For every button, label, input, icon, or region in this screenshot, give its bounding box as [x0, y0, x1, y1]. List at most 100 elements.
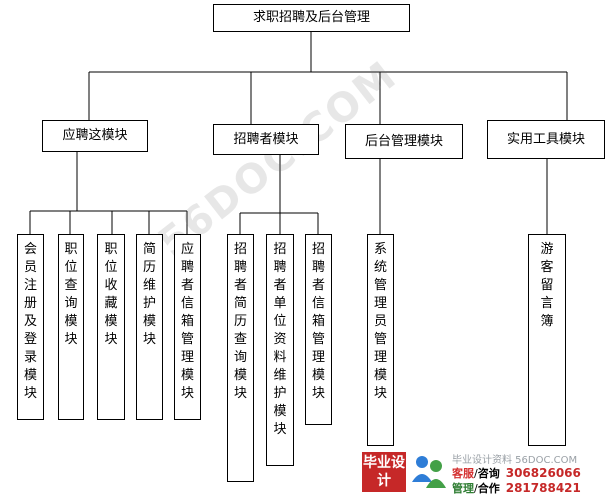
- leaf-char: 理: [373, 350, 387, 365]
- leaf-node: 应聘者信箱管理模块: [174, 234, 201, 420]
- leaf-char: 聘: [311, 260, 325, 275]
- leaf-char: 单: [273, 296, 287, 311]
- leaf-char: 块: [142, 332, 156, 347]
- people-icon: [412, 456, 446, 488]
- leaf-char: 历: [233, 314, 247, 329]
- leaf-char: 招: [273, 242, 287, 257]
- leaf-char: 块: [180, 386, 194, 401]
- module-node-recruiter: 招聘者模块: [213, 124, 319, 155]
- leaf-char: 会: [23, 242, 37, 257]
- leaf-char: 招: [233, 242, 247, 257]
- leaf-char: 位: [273, 314, 287, 329]
- leaf-char: 块: [373, 386, 387, 401]
- leaf-char: 者: [311, 278, 325, 293]
- leaf-char: 簿: [540, 314, 554, 329]
- leaf-node: 招聘者信箱管理模块: [305, 234, 332, 425]
- leaf-char: 系: [373, 242, 387, 257]
- manage-label: 管理: [452, 482, 474, 495]
- leaf-char: 聘: [273, 260, 287, 275]
- leaf-char: 信: [180, 296, 194, 311]
- leaf-char: 模: [311, 368, 325, 383]
- leaf-char: 模: [142, 314, 156, 329]
- leaf-char: 护: [273, 386, 287, 401]
- leaf-char: 聘: [233, 260, 247, 275]
- leaf-char: 块: [23, 386, 37, 401]
- manage-number: 281788421: [505, 481, 581, 495]
- module-node-applicant: 应聘这模块: [42, 120, 148, 152]
- manage-action: 合作: [477, 482, 500, 495]
- leaf-char: 及: [23, 314, 37, 329]
- leaf-char: 资: [273, 332, 287, 347]
- leaf-char: 理: [311, 350, 325, 365]
- leaf-char: 留: [540, 278, 554, 293]
- leaf-char: 块: [233, 386, 247, 401]
- leaf-node: 招聘者单位资料维护模块: [266, 234, 294, 466]
- leaf-char: 位: [64, 260, 78, 275]
- leaf-char: 招: [311, 242, 325, 257]
- leaf-char: 护: [142, 296, 156, 311]
- leaf-char: 箱: [311, 314, 325, 329]
- leaf-char: 者: [273, 278, 287, 293]
- site-caption: 毕业设计资料 56DOC.COM: [452, 455, 578, 466]
- leaf-char: 模: [104, 314, 118, 329]
- leaf-char: 员: [23, 260, 37, 275]
- leaf-node: 职位查询模块: [58, 234, 84, 420]
- leaf-char: 管: [373, 332, 387, 347]
- leaf-node: 会员注册及登录模块: [17, 234, 44, 420]
- leaf-char: 模: [273, 404, 287, 419]
- module-node-tools: 实用工具模块: [487, 120, 605, 159]
- leaf-char: 管: [373, 278, 387, 293]
- leaf-char: 块: [311, 386, 325, 401]
- leaf-char: 理: [373, 296, 387, 311]
- leaf-char: 信: [311, 296, 325, 311]
- leaf-char: 历: [142, 260, 156, 275]
- leaf-char: 块: [64, 332, 78, 347]
- leaf-char: 料: [273, 350, 287, 365]
- leaf-char: 简: [142, 242, 156, 257]
- service-label: 客服: [452, 467, 474, 480]
- module-node-admin: 后台管理模块: [345, 124, 463, 159]
- leaf-char: 言: [540, 296, 554, 311]
- leaf-char: 职: [64, 242, 78, 257]
- leaf-char: 册: [23, 296, 37, 311]
- root-node: 求职招聘及后台管理: [213, 4, 410, 32]
- leaf-char: 应: [180, 242, 194, 257]
- leaf-char: 查: [64, 278, 78, 293]
- leaf-node: 系统管理员管理模块: [367, 234, 394, 446]
- leaf-char: 录: [23, 350, 37, 365]
- leaf-char: 理: [180, 350, 194, 365]
- leaf-char: 游: [540, 242, 554, 257]
- leaf-node: 简历维护模块: [136, 234, 163, 420]
- leaf-char: 管: [311, 332, 325, 347]
- leaf-char: 者: [233, 278, 247, 293]
- leaf-char: 块: [273, 422, 287, 437]
- leaf-char: 客: [540, 260, 554, 275]
- leaf-char: 模: [373, 368, 387, 383]
- leaf-char: 管: [180, 332, 194, 347]
- leaf-node: 招聘者简历查询模块: [227, 234, 254, 482]
- leaf-node: 职位收藏模块: [97, 234, 125, 420]
- leaf-char: 聘: [180, 260, 194, 275]
- leaf-char: 登: [23, 332, 37, 347]
- leaf-char: 模: [64, 314, 78, 329]
- leaf-char: 模: [23, 368, 37, 383]
- brand-logo: 毕业设计: [362, 452, 406, 492]
- leaf-char: 藏: [104, 296, 118, 311]
- leaf-char: 职: [104, 242, 118, 257]
- service-action: 咨询: [477, 467, 500, 480]
- leaf-char: 简: [233, 296, 247, 311]
- leaf-char: 收: [104, 278, 118, 293]
- leaf-char: 询: [233, 350, 247, 365]
- leaf-char: 员: [373, 314, 387, 329]
- leaf-char: 维: [142, 278, 156, 293]
- leaf-node: 游客留言簿: [528, 234, 566, 446]
- leaf-char: 统: [373, 260, 387, 275]
- leaf-char: 注: [23, 278, 37, 293]
- leaf-char: 箱: [180, 314, 194, 329]
- service-number: 306826066: [505, 466, 581, 480]
- leaf-char: 位: [104, 260, 118, 275]
- leaf-char: 块: [104, 332, 118, 347]
